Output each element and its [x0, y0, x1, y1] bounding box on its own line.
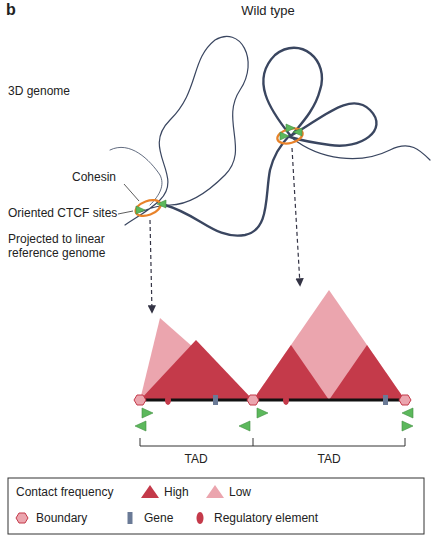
panel-title: Wild type	[241, 4, 294, 18]
legend-text: Regulatory element	[214, 511, 318, 525]
section-label: Projected to linear reference genome	[8, 232, 148, 260]
legend-frame	[8, 478, 424, 534]
part-label: Oriented CTCF sites	[8, 206, 117, 220]
projection-arrow	[150, 220, 152, 312]
panel-letter: b	[6, 3, 16, 17]
legend-text: High	[164, 485, 189, 499]
legend-swatch	[141, 485, 159, 498]
tad-label: TAD	[184, 452, 207, 466]
legend-text: Boundary	[36, 511, 87, 525]
boundary	[134, 395, 411, 405]
legend-swatch	[16, 513, 28, 523]
legend-text: Gene	[144, 511, 173, 525]
regulatory-element	[165, 395, 289, 405]
tad-label: TAD	[317, 452, 340, 466]
ctcf-site	[136, 124, 302, 214]
leader-line	[124, 184, 139, 201]
tad-bracket	[140, 438, 405, 446]
legend-swatch	[197, 512, 204, 524]
ctcf-site	[135, 408, 413, 431]
gene	[213, 395, 388, 405]
linear-genome	[140, 399, 405, 402]
contact-map	[140, 290, 405, 400]
leader-line	[118, 211, 133, 214]
part-label: Cohesin	[72, 170, 116, 184]
legend-swatch	[128, 512, 133, 524]
projection-arrow	[292, 148, 300, 285]
section-label: 3D genome	[8, 84, 70, 98]
legend-swatch	[206, 485, 224, 498]
chromatin-fibre	[110, 36, 430, 235]
legend-text: Low	[229, 485, 251, 499]
legend-heading: Contact frequency	[16, 485, 113, 499]
cohesin-ring	[133, 197, 162, 219]
